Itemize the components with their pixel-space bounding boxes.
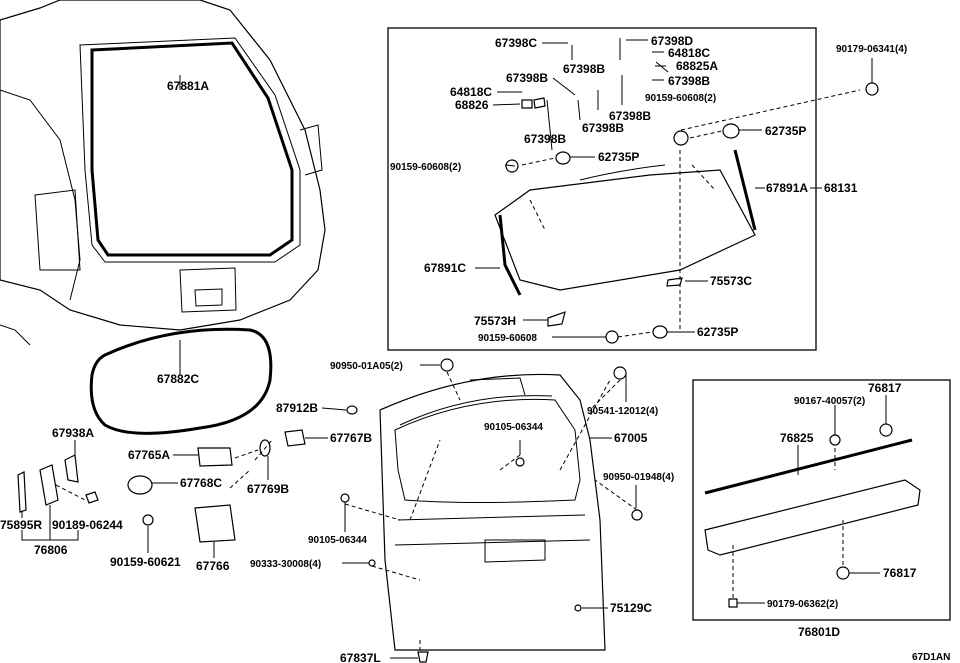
label-67767b: 67767B — [330, 431, 372, 445]
label-67891c: 67891C — [424, 261, 466, 275]
label-67398b-2: 67398B — [506, 71, 548, 85]
label-67005: 67005 — [614, 431, 648, 445]
label-90159-60608-2-b: 90159-60608(2) — [390, 162, 461, 173]
label-75573h: 75573H — [474, 314, 516, 328]
label-75573c: 75573C — [710, 274, 752, 288]
back-door-67005 — [340, 358, 643, 663]
label-67398b-3: 67398B — [668, 74, 710, 88]
label-67769b: 67769B — [247, 482, 289, 496]
label-67398b-1: 67398B — [563, 62, 605, 76]
label-64818c-left: 64818C — [450, 85, 492, 99]
label-75129c: 75129C — [610, 601, 652, 615]
label-90159-60608: 90159-60608 — [478, 333, 537, 344]
label-76817-bottom: 76817 — [883, 566, 917, 580]
label-67398c: 67398C — [495, 36, 537, 50]
label-67398b-4: 67398B — [609, 109, 651, 123]
label-90159-60621: 90159-60621 — [110, 555, 181, 569]
label-67766: 67766 — [196, 559, 230, 573]
label-90179-06341: 90179-06341(4) — [836, 44, 907, 55]
label-67938a: 67938A — [52, 426, 94, 440]
label-67398b-6: 67398B — [524, 132, 566, 146]
label-90541-12012: 90541-12012(4) — [587, 406, 658, 417]
label-62735p-3: 62735P — [697, 325, 738, 339]
vehicle-body-illustration — [0, 0, 326, 346]
label-90179-06362: 90179-06362(2) — [767, 599, 838, 610]
label-90950-01948: 90950-01948(4) — [603, 472, 674, 483]
garnish-76801d-parts — [704, 423, 921, 608]
part-labels: 67881A 67882C 67938A 75895R 90189-06244 … — [0, 34, 950, 663]
label-90950-01a05: 90950-01A05(2) — [330, 361, 403, 372]
label-68131: 68131 — [824, 181, 858, 195]
label-90333-30008: 90333-30008(4) — [250, 559, 321, 570]
label-76817-top: 76817 — [868, 381, 902, 395]
label-68826: 68826 — [455, 98, 489, 112]
label-87912b: 87912B — [276, 401, 318, 415]
label-90167-40057: 90167-40057(2) — [794, 396, 865, 407]
label-68825a: 68825A — [676, 59, 718, 73]
spoiler-68131-parts — [494, 38, 879, 344]
diagram-id: 67D1AN — [912, 652, 950, 663]
label-67891a: 67891A — [766, 181, 808, 195]
label-76825: 76825 — [780, 431, 814, 445]
group-box-76801d — [692, 379, 951, 621]
weatherstrip-67882c — [89, 327, 273, 435]
label-67398d: 67398D — [651, 34, 693, 48]
leader-lines — [21, 39, 887, 659]
label-67837l: 67837L — [340, 651, 381, 663]
label-62735p-2: 62735P — [598, 150, 639, 164]
label-76806: 76806 — [34, 543, 68, 557]
label-90159-60608-2-a: 90159-60608(2) — [645, 93, 716, 104]
label-62735p-1: 62735P — [765, 124, 806, 138]
label-67768c: 67768C — [180, 476, 222, 490]
label-67398b-5: 67398B — [582, 121, 624, 135]
small-parts-left — [17, 405, 358, 543]
label-76801d: 76801D — [798, 625, 840, 639]
label-90105-06344-a: 90105-06344 — [484, 422, 543, 433]
label-90105-06344-b: 90105-06344 — [308, 535, 367, 546]
label-75895r: 75895R — [0, 518, 42, 532]
group-box-68131 — [387, 27, 817, 351]
label-67882c: 67882C — [157, 372, 199, 386]
label-67881a: 67881A — [167, 79, 209, 93]
label-90189-06244: 90189-06244 — [52, 518, 123, 532]
label-67765a: 67765A — [128, 448, 170, 462]
label-64818c-right: 64818C — [668, 46, 710, 60]
